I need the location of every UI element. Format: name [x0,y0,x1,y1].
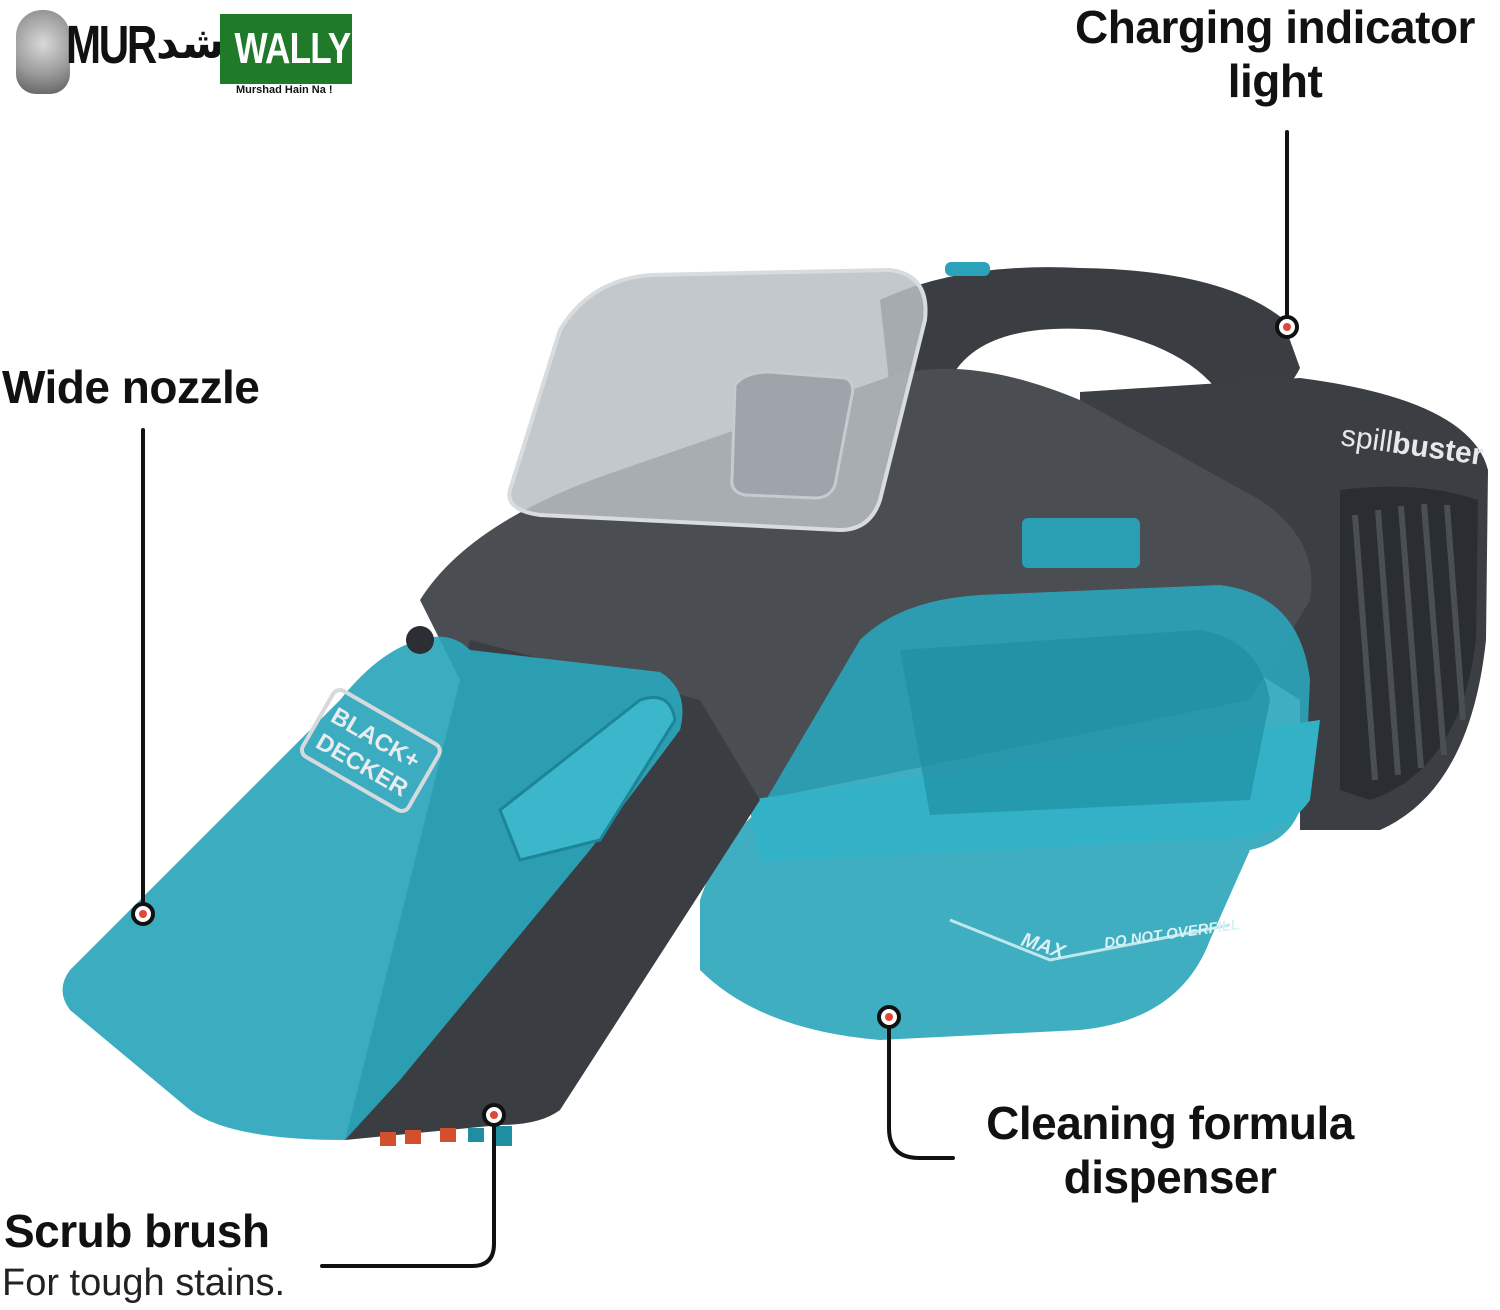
logo-portrait-icon [16,10,70,94]
brush-marker-icon [482,1103,506,1127]
dispenser-marker-icon [877,1005,901,1029]
formula-dispenser-label: Cleaning formula dispenser [960,1096,1380,1204]
callout-markers [131,315,1299,1127]
dispenser-leader-line [887,1024,955,1160]
vent-slots [1352,503,1466,781]
formula-tank-inner [900,630,1270,815]
logo-name-urdu: شد [156,18,225,69]
charging-indicator-label: Charging indicator light [1050,0,1500,108]
brand-logo: MUR شد WALLY Murshad Hain Na ! [16,8,356,100]
debris-bowl [507,267,928,533]
brush-leader-line [320,1122,496,1268]
vacuum-handle [880,267,1300,480]
top-release-button [945,262,990,276]
tank-fill-line [949,918,1231,962]
nozzle-nub [406,626,434,654]
dispenser-label-line1: Cleaning formula [986,1097,1354,1149]
callout-leader-lines [141,130,1289,1268]
logo-name-right: WALLY [220,14,352,84]
debris-bowl-window [730,370,855,500]
logo-tagline: Murshad Hain Na ! [236,84,333,96]
scrub-brush-label: Scrub brush [4,1205,270,1257]
charging-label-line1: Charging indicator [1075,1,1475,53]
wide-nozzle [62,636,683,1140]
scrub-brush-bristles [380,1126,512,1146]
charging-marker-icon [1275,315,1299,339]
wide-nozzle-label: Wide nozzle [2,361,260,413]
charging-label-line2: light [1227,55,1323,107]
logo-name-left: MUR [66,15,157,75]
nozzle-marker-icon [131,902,155,926]
scrub-brush-sublabel: For tough stains. [2,1262,286,1304]
nozzle-ridge [498,696,677,862]
dispenser-label-line2: dispenser [1063,1151,1277,1203]
tank-latch [1022,518,1140,568]
